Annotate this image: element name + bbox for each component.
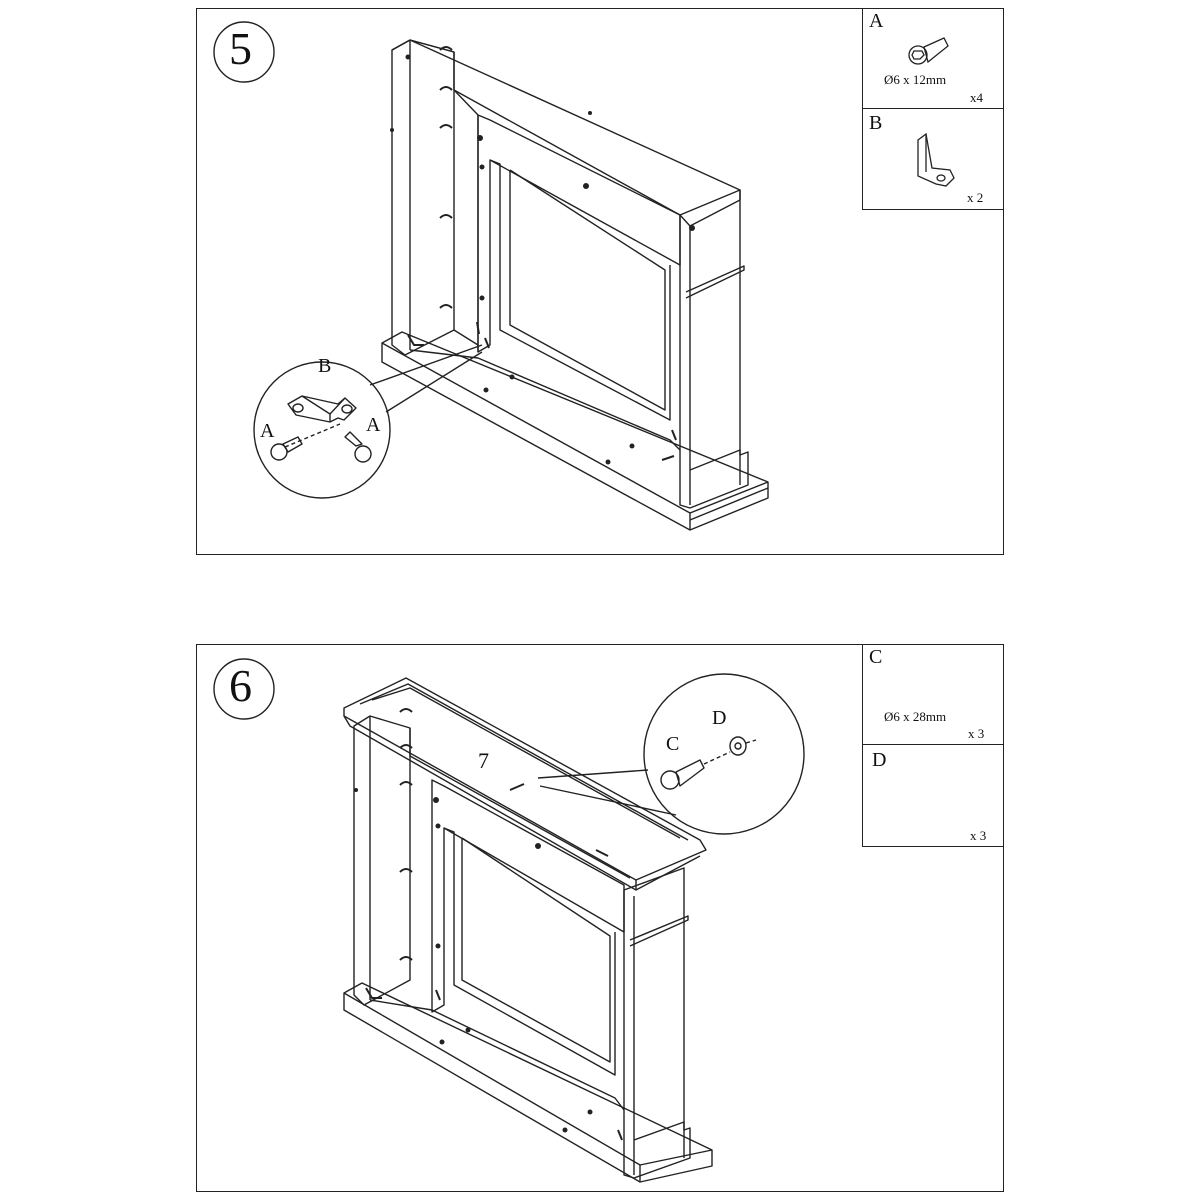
step-5-bracket-marks [407,46,677,461]
part-d-qty: x 3 [970,828,987,843]
step-5-detail-label-a-right: A [366,414,381,436]
step-6-part-number-7: 7 [478,748,489,773]
step-5-number: 5 [229,23,252,74]
part-a-letter: A [869,10,884,32]
step-6-number: 6 [229,660,252,711]
part-b-qty: x 2 [967,190,984,205]
step-6-detail-label-d: D [712,707,727,729]
part-a-spec: Ø6 x 12mm [884,72,947,87]
step-6-detail-label-c: C [666,733,680,755]
part-a-qty: x4 [970,90,983,105]
step-5-frame-drawing [253,39,769,531]
part-c-letter: C [869,646,883,668]
step-5-detail-label-a-left: A [260,420,275,442]
step-5-detail-label-b: B [318,355,332,377]
part-d-letter: D [872,749,887,771]
step-5-holes [390,54,695,465]
step-5-number-circle [213,21,275,83]
part-c-spec: Ø6 x 28mm [884,709,947,724]
part-c-qty: x 3 [968,726,985,741]
step-6-part-d-cell [862,744,1004,847]
part-b-letter: B [869,112,883,134]
